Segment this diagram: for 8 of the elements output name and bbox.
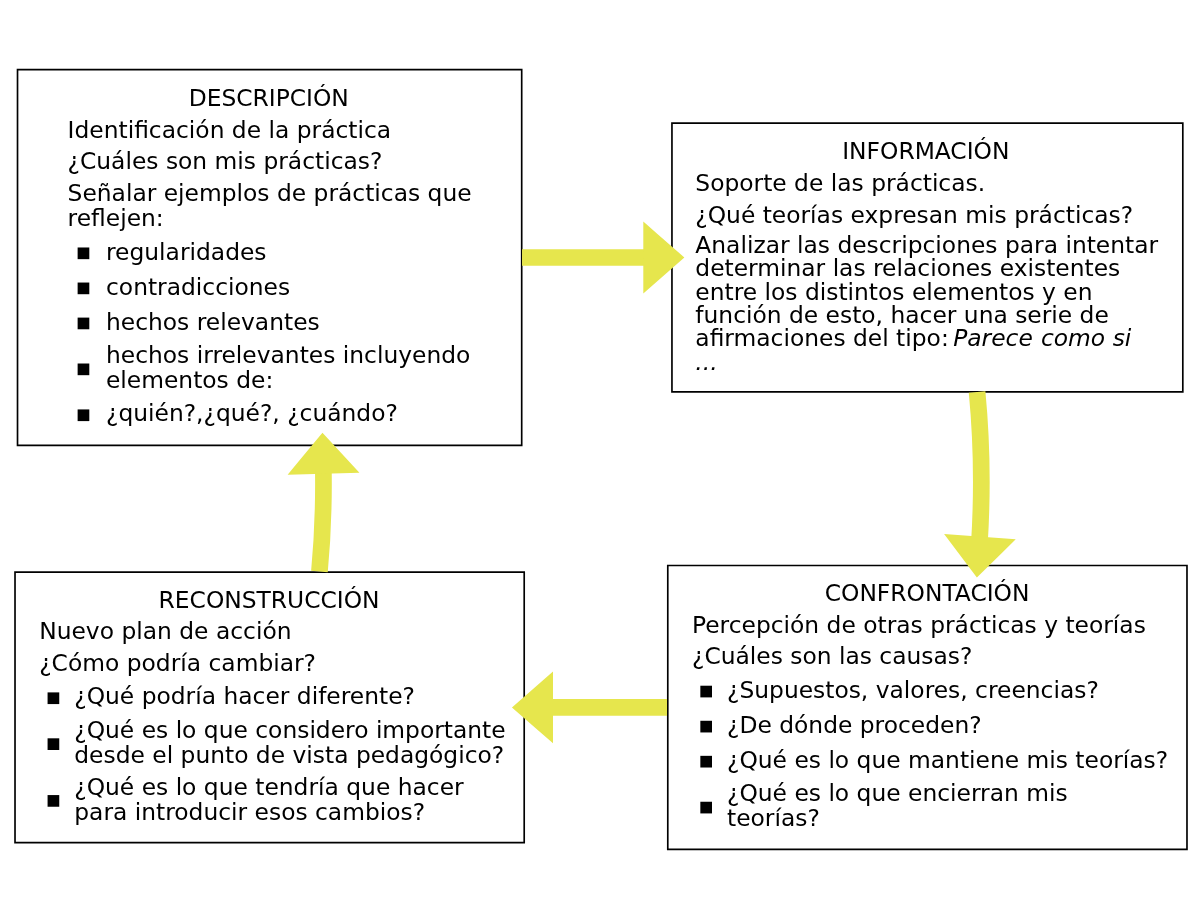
arrow (511, 671, 667, 744)
arrow (522, 221, 685, 294)
node-box: DESCRIPCIÓN Identificación de la práctica ¿Cuáles son mis prácticas? Señalar ejemplos de prácticas que reflejen: regularidades contradicciones hechos relevantes hechos irrelevantes incluyendo elementos de: ¿quién?,¿qué?, ¿cuándo? (16, 68, 523, 447)
node-box: RECONSTRUCCIÓN Nuevo plan de acción ¿Cómo podría cambiar? ¿Qué podría hacer diferente? ¿Qué es lo que considero importante desde el punto de vista pedagógico? ¿Qué es lo que tendría que hacer para introducir esos cambios? (14, 571, 526, 844)
node-box: INFORMACIÓN Soporte de las prácticas. ¿Qué teorías expresan mis prácticas? Analizar las descripciones para intentar determinar las relaciones existentes entre los distintos elementos y en función de esto, hacer una serie de afirmaciones del tipo: Parece como si ... (671, 122, 1184, 393)
node-box: CONFRONTACIÓN Percepción de otras prácticas y teorías ¿Cuáles son las causas? ¿Supuestos, valores, creencias? ¿De dónde proceden? ¿Qué es lo que mantiene mis teorías? ¿Qué es lo que encierran mis teorías? (666, 564, 1188, 851)
arrow (287, 432, 360, 573)
arrow (944, 391, 1016, 578)
